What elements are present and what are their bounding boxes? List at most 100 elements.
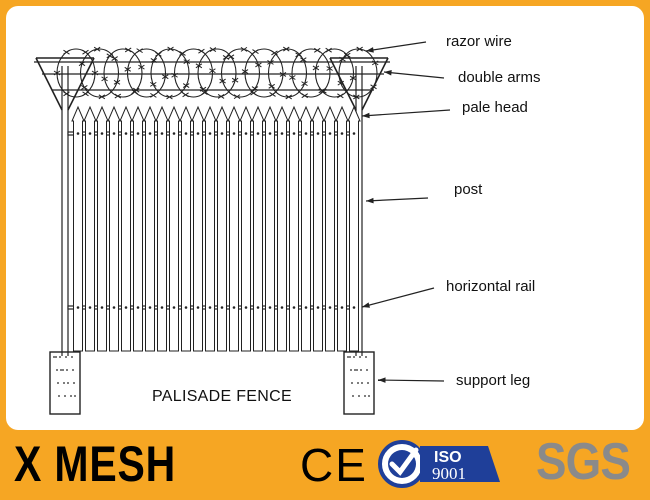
razor-barb <box>343 52 351 58</box>
rail-bolt <box>340 132 344 135</box>
razor-barb <box>101 76 108 82</box>
fence-pale <box>275 105 289 352</box>
rail-bolt <box>304 132 308 135</box>
label-support-leg: support leg <box>456 372 530 389</box>
concrete-speck <box>57 382 59 384</box>
iso-top-text: ISO <box>434 449 462 466</box>
razor-wire-coil <box>197 48 237 98</box>
concrete-speck <box>64 395 66 397</box>
razor-barb <box>150 57 158 63</box>
concrete-speck <box>349 356 351 358</box>
rail-bolt <box>112 306 116 309</box>
razor-barb <box>233 94 241 100</box>
rail-bolt <box>316 306 320 309</box>
iso-9001-badge: ISO 9001 <box>378 440 500 488</box>
fence-pale <box>347 105 361 352</box>
razor-wire-coil <box>338 48 378 98</box>
concrete-speck <box>347 356 349 358</box>
razor-barb <box>171 72 178 78</box>
concrete-speck <box>354 369 356 371</box>
fence-pale <box>323 105 337 352</box>
rail-bolt <box>220 306 224 309</box>
sgs-mark: SGS <box>536 433 631 491</box>
support-leg-footing <box>343 351 375 415</box>
concrete-speck <box>357 382 359 384</box>
razor-barb <box>222 55 230 60</box>
fence-pale <box>95 105 109 352</box>
rail-bolt <box>292 132 296 135</box>
razor-wire-coil <box>244 48 284 98</box>
rail-bolt <box>232 306 236 309</box>
callout-line <box>361 109 451 117</box>
callout-arrowhead <box>366 197 374 204</box>
razor-barb <box>198 48 205 54</box>
razor-barb <box>82 49 89 55</box>
razor-barb <box>114 93 122 99</box>
razor-barb <box>339 56 346 62</box>
razor-barb <box>251 86 259 91</box>
razor-barb <box>78 61 86 67</box>
razor-barb <box>209 68 216 74</box>
razor-barb <box>98 94 106 100</box>
fence-pale <box>83 105 97 352</box>
concrete-speck <box>71 356 73 358</box>
rail-bolt <box>172 132 176 135</box>
razor-barb <box>269 92 276 97</box>
razor-barb <box>93 46 101 52</box>
rail-bolt <box>208 132 212 135</box>
razor-barb <box>199 86 207 92</box>
rail-bolt <box>328 132 332 135</box>
rail-bolt <box>292 306 296 309</box>
concrete-speck <box>65 356 67 358</box>
concrete-speck <box>367 382 369 384</box>
razor-barb <box>150 92 157 98</box>
rail-bolt <box>304 306 308 309</box>
rail-bolt <box>76 306 80 309</box>
concrete-speck <box>358 395 360 397</box>
razor-barb <box>240 46 248 52</box>
callout-line <box>377 379 445 382</box>
concrete-speck <box>63 382 65 384</box>
razor-barb <box>63 49 70 55</box>
callout-arrowhead <box>362 302 370 308</box>
callout-line <box>383 71 445 79</box>
rail-bolt <box>268 306 272 309</box>
double-arm-left <box>35 57 95 111</box>
fence-pale <box>287 105 301 352</box>
razor-barb <box>162 74 169 80</box>
concrete-speck <box>360 369 362 371</box>
fence-pale <box>263 105 277 352</box>
rail-bolt <box>148 306 152 309</box>
concrete-speck <box>60 369 62 371</box>
razor-barb <box>167 46 174 52</box>
concrete-speck <box>56 369 58 371</box>
razor-barb <box>370 84 377 90</box>
fence-pale <box>119 105 133 352</box>
razor-barb <box>138 64 145 70</box>
rail-bolt <box>352 306 356 309</box>
razor-barb <box>183 59 191 65</box>
concrete-speck <box>53 356 55 358</box>
razor-barb <box>81 85 88 90</box>
concrete-speck <box>365 356 367 358</box>
concrete-speck <box>74 395 76 397</box>
iso-check-icon <box>389 447 419 476</box>
razor-barb <box>250 90 257 96</box>
rail-bolt <box>124 132 128 135</box>
razor-barb <box>149 81 157 87</box>
callout-arrows <box>361 41 451 383</box>
rail-bolt <box>232 132 236 135</box>
concrete-speck <box>351 382 353 384</box>
razor-wire-coil <box>79 48 120 98</box>
razor-barb <box>325 47 332 53</box>
razor-barb <box>179 51 186 56</box>
razor-barb <box>271 50 278 56</box>
rail-bolt <box>196 306 200 309</box>
razor-wire-coil <box>267 48 308 98</box>
diagram-title: PALISADE FENCE <box>152 388 292 405</box>
ce-mark: CE <box>300 439 368 491</box>
rail-bolt <box>172 306 176 309</box>
razor-barb <box>337 80 345 86</box>
callout-arrowhead <box>362 112 370 119</box>
concrete-speck <box>59 356 61 358</box>
